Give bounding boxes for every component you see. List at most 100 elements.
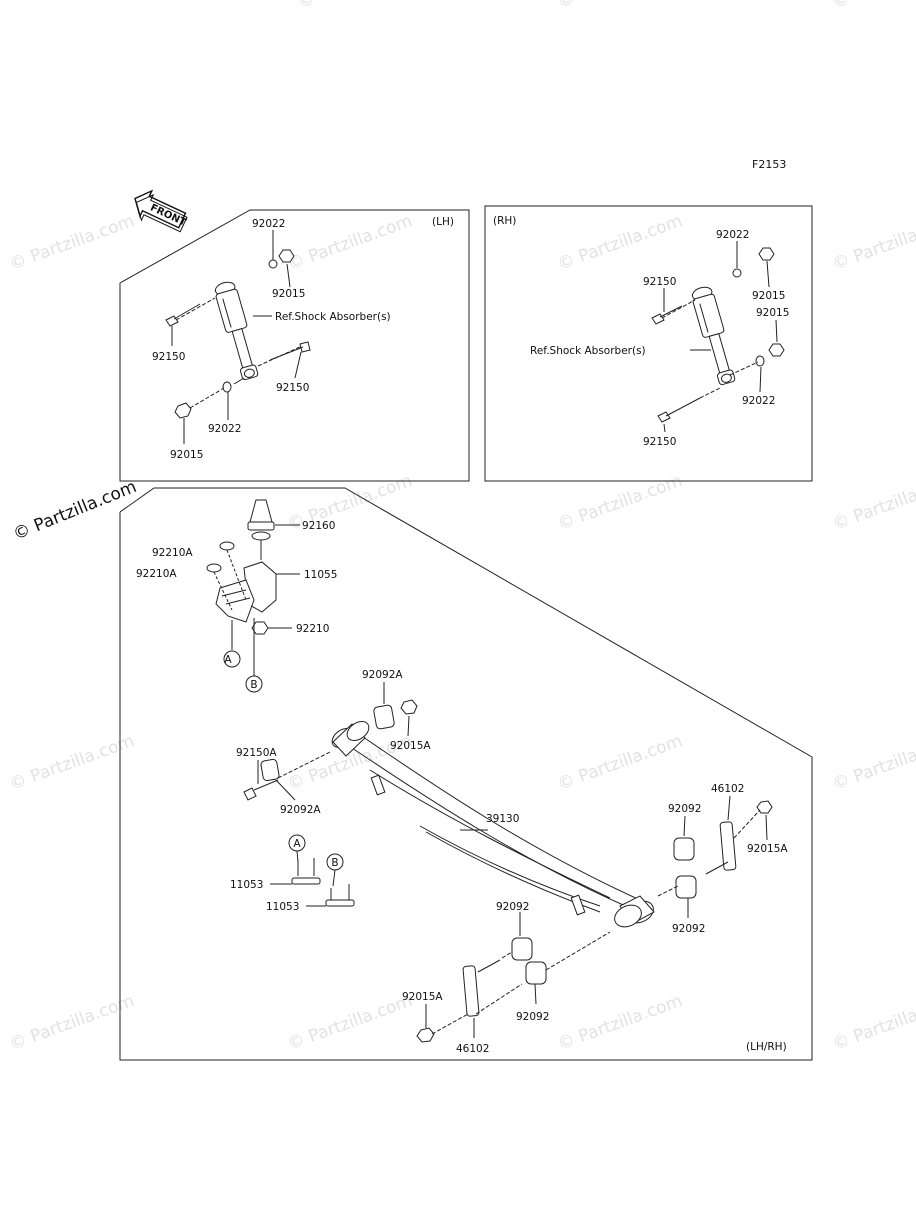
washer-icon bbox=[219, 541, 235, 551]
part-label: 92210A bbox=[136, 568, 177, 580]
main-labels: 92160 92210A 92210A 11055 92210 92092A 9… bbox=[136, 520, 788, 1055]
part-label: 46102 bbox=[456, 1043, 489, 1055]
washer-icon bbox=[732, 268, 742, 278]
nut-icon bbox=[756, 800, 773, 814]
part-label: 92022 bbox=[716, 229, 749, 241]
rh-shock-absorber bbox=[691, 286, 736, 386]
watermark: © Partzilla.com bbox=[555, 991, 685, 1055]
part-label: 92022 bbox=[208, 423, 241, 435]
watermark: © Partzilla.com bbox=[295, 0, 425, 13]
part-label: 92092A bbox=[280, 804, 321, 816]
nut-icon bbox=[278, 249, 295, 263]
part-label: 92160 bbox=[302, 520, 335, 532]
nut-icon bbox=[251, 621, 269, 635]
part-label: 92092 bbox=[496, 901, 529, 913]
front-shackle-hardware bbox=[416, 912, 611, 1043]
bolt-icon bbox=[299, 341, 311, 353]
bushing-icon bbox=[673, 837, 695, 861]
watermark: © Partzilla.com bbox=[830, 0, 916, 13]
part-label: 92150A bbox=[236, 747, 277, 759]
washer-icon bbox=[268, 259, 278, 269]
watermark: © Partzilla.com bbox=[555, 211, 685, 275]
nut-icon bbox=[768, 343, 785, 357]
part-label: 92015 bbox=[756, 307, 789, 319]
figure-code: F2153 bbox=[752, 158, 786, 171]
watermark: © Partzilla.com bbox=[830, 211, 916, 275]
nut-icon bbox=[400, 699, 418, 715]
nut-icon bbox=[416, 1027, 435, 1043]
washer-icon bbox=[222, 381, 232, 393]
bushing-icon bbox=[525, 961, 547, 985]
watermark: © Partzilla.com bbox=[285, 991, 415, 1055]
washer-icon bbox=[755, 355, 765, 367]
spring-front-hardware bbox=[243, 682, 418, 801]
bracket-assembly bbox=[206, 540, 300, 693]
part-label: 92015 bbox=[272, 288, 305, 300]
part-label: 39130 bbox=[486, 813, 519, 825]
part-label: 92210A bbox=[152, 547, 193, 559]
part-label: 92015A bbox=[402, 991, 443, 1003]
bushing-icon bbox=[373, 704, 395, 730]
bolt-icon bbox=[657, 411, 671, 423]
shackle-plate bbox=[719, 821, 737, 871]
marker-label: A bbox=[293, 838, 301, 850]
marker-circle bbox=[223, 650, 241, 668]
nut-icon bbox=[758, 247, 775, 261]
lh-panel bbox=[119, 209, 470, 482]
watermark: © Partzilla.com bbox=[7, 731, 137, 795]
part-label: 92150 bbox=[276, 382, 309, 394]
main-panel-border bbox=[119, 487, 813, 1061]
part-label: 92015A bbox=[390, 740, 431, 752]
watermark: © Partzilla.com bbox=[830, 991, 916, 1055]
lh-shock-absorber bbox=[214, 281, 259, 381]
main-panel-title: (LH/RH) bbox=[746, 1041, 787, 1053]
part-label: 92015A bbox=[747, 843, 788, 855]
nut-icon bbox=[174, 402, 192, 419]
watermark: © Partzilla.com bbox=[830, 731, 916, 795]
part-label: 92150 bbox=[643, 276, 676, 288]
marker-label: B bbox=[331, 857, 338, 869]
lh-hardware bbox=[165, 230, 311, 444]
marker-circle bbox=[245, 675, 263, 693]
u-bolts bbox=[270, 834, 355, 907]
washer-icon bbox=[206, 563, 222, 573]
lh-labels: 92022 92015 Ref.Shock Absorber(s) 92150 … bbox=[152, 218, 391, 461]
marker-label: A bbox=[224, 654, 232, 666]
rh-panel bbox=[484, 205, 813, 482]
ref-label: Ref.Shock Absorber(s) bbox=[275, 311, 391, 323]
ref-label: Ref.Shock Absorber(s) bbox=[530, 345, 646, 357]
watermark: © Partzilla.com bbox=[555, 731, 685, 795]
rh-labels: 92022 92015 92150 92015 Ref.Shock Absorb… bbox=[530, 229, 789, 448]
rh-hardware bbox=[651, 241, 785, 433]
part-label: 92092A bbox=[362, 669, 403, 681]
watermark: © Partzilla.com bbox=[285, 211, 415, 275]
part-label: 92092 bbox=[668, 803, 701, 815]
part-label: 92150 bbox=[152, 351, 185, 363]
part-label: 92092 bbox=[672, 923, 705, 935]
shackle-plate bbox=[462, 965, 480, 1017]
bolt-icon bbox=[243, 787, 257, 801]
part-label: 11053 bbox=[230, 879, 263, 891]
bushing-icon bbox=[260, 758, 280, 782]
watermark: © Partzilla.com bbox=[555, 0, 685, 13]
watermark: © Partzilla.com bbox=[830, 471, 916, 535]
leaf-spring bbox=[331, 720, 655, 928]
front-arrow-icon: FRONT bbox=[134, 189, 188, 233]
part-label: 92022 bbox=[742, 395, 775, 407]
marker-label: B bbox=[250, 679, 257, 691]
part-label: 92210 bbox=[296, 623, 329, 635]
part-label: 92015 bbox=[752, 290, 785, 302]
part-label: 92150 bbox=[643, 436, 676, 448]
part-label: 46102 bbox=[711, 783, 744, 795]
main-panel bbox=[119, 487, 813, 1061]
bump-stop bbox=[247, 499, 300, 541]
rh-panel-border bbox=[484, 205, 813, 482]
lh-panel-border bbox=[119, 209, 470, 482]
part-label: 92015 bbox=[170, 449, 203, 461]
part-label: 11055 bbox=[304, 569, 337, 581]
part-label: 11053 bbox=[266, 901, 299, 913]
watermark: © Partzilla.com bbox=[7, 211, 137, 275]
rh-panel-title: (RH) bbox=[493, 215, 516, 227]
